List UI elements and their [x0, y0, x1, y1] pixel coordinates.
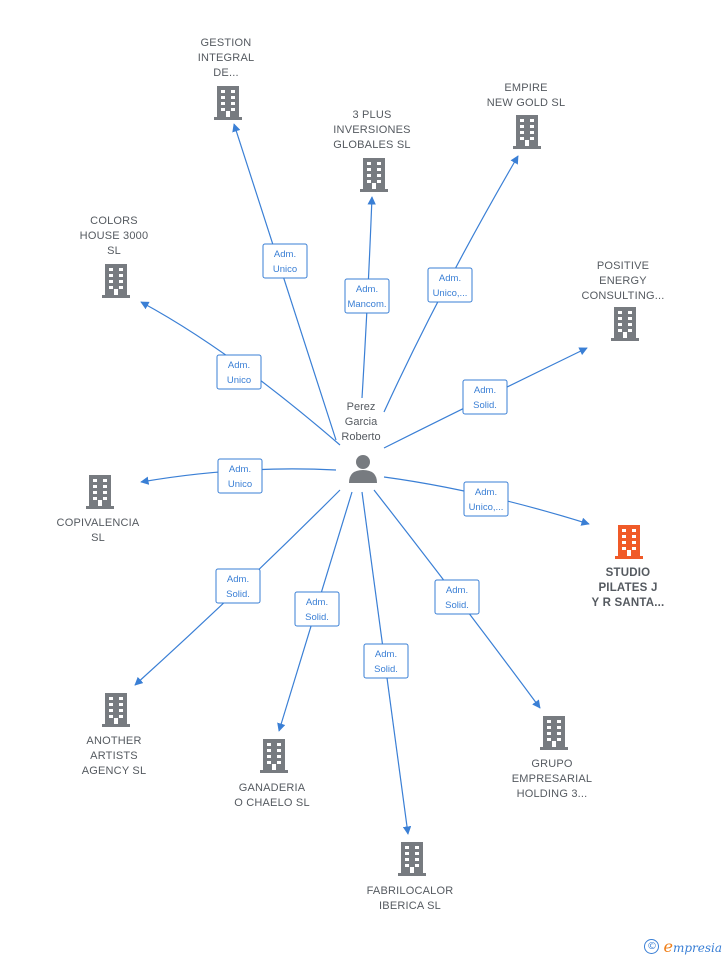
company-name-line: GANADERIA [239, 782, 306, 794]
role-label-text: Unico [228, 479, 252, 490]
role-label-text: Unico [227, 375, 251, 386]
company-name-line: Y R SANTA... [592, 597, 665, 609]
role-label-another[interactable]: Adm. Solid. [215, 568, 261, 604]
brand-logo: empresia [663, 937, 722, 956]
company-node-3plus[interactable]: 3 PLUS INVERSIONES GLOBALES SL [333, 109, 411, 192]
building-icon [102, 264, 130, 298]
company-node-grupo[interactable]: GRUPO EMPRESARIAL HOLDING 3... [512, 716, 592, 800]
role-label-text: Adm. [227, 574, 249, 585]
company-name-line: COLORS [90, 215, 138, 227]
building-icon [513, 115, 541, 149]
building-icon [398, 842, 426, 876]
role-label-text: Adm. [306, 597, 328, 608]
role-label-text: Adm. [375, 649, 397, 660]
company-name-line: HOUSE 3000 [80, 230, 149, 242]
company-name-line: GRUPO [531, 758, 573, 770]
role-label-positive[interactable]: Adm. Solid. [462, 379, 508, 415]
role-label-text: Adm. [439, 273, 461, 284]
company-name-line: SL [91, 532, 105, 544]
role-label-text: Unico [273, 264, 297, 275]
copyright-icon: © [644, 939, 660, 954]
company-node-studio[interactable]: STUDIO PILATES J Y R SANTA... [592, 525, 665, 609]
person-name-line: Roberto [341, 431, 380, 443]
footer-brand: © empresia [644, 937, 722, 956]
role-label-grupo[interactable]: Adm. Solid. [434, 579, 480, 615]
role-label-text: Adm. [474, 385, 496, 396]
role-label-text: Adm. [475, 487, 497, 498]
building-icon [86, 475, 114, 509]
company-name-line: AGENCY SL [82, 765, 147, 777]
company-name-line: CONSULTING... [581, 290, 664, 302]
company-node-another[interactable]: ANOTHER ARTISTS AGENCY SL [82, 693, 147, 777]
role-label-studio[interactable]: Adm. Unico,... [463, 481, 509, 517]
role-label-text: Solid. [305, 612, 329, 623]
role-label-fabrilocalor[interactable]: Adm. Solid. [363, 643, 409, 679]
building-icon [260, 739, 288, 773]
company-name-line: COPIVALENCIA [57, 517, 140, 529]
company-name-line: 3 PLUS [352, 109, 391, 121]
building-icon [611, 307, 639, 341]
person-name-line: Perez [347, 401, 376, 413]
role-label-text: Solid. [226, 589, 250, 600]
company-name-line: ARTISTS [90, 750, 138, 762]
company-name-line: HOLDING 3... [517, 788, 588, 800]
company-name-line: STUDIO [606, 567, 651, 579]
company-name-line: INTEGRAL [198, 52, 255, 64]
company-name-line: INVERSIONES [333, 124, 410, 136]
company-name-line: O CHAELO SL [234, 797, 310, 809]
company-name-line: DE... [213, 67, 238, 79]
company-name-line: FABRILOCALOR [367, 885, 454, 897]
role-label-colors[interactable]: Adm. Unico [216, 354, 262, 390]
company-node-positive[interactable]: POSITIVE ENERGY CONSULTING... [581, 260, 664, 341]
role-label-text: Adm. [274, 249, 296, 260]
company-name-line: EMPRESARIAL [512, 773, 592, 785]
role-label-text: Adm. [446, 585, 468, 596]
building-icon [102, 693, 130, 727]
role-label-ganaderia[interactable]: Adm. Solid. [294, 591, 340, 627]
company-node-fabrilocalor[interactable]: FABRILOCALOR IBERICA SL [367, 842, 454, 912]
company-name-line: ANOTHER [86, 735, 141, 747]
role-label-text: Adm. [356, 284, 378, 295]
company-name-line: GLOBALES SL [333, 139, 410, 151]
person-icon [349, 455, 377, 483]
role-label-text: Solid. [445, 600, 469, 611]
company-node-ganaderia[interactable]: GANADERIA O CHAELO SL [234, 739, 310, 809]
building-icon [615, 525, 643, 559]
role-label-copivalencia[interactable]: Adm. Unico [217, 458, 263, 494]
company-name-line: GESTION [201, 37, 252, 49]
role-label-text: Unico,... [433, 288, 468, 299]
company-name-line: SL [107, 245, 121, 257]
role-label-gestion[interactable]: Adm. Unico [262, 243, 308, 279]
company-name-line: EMPIRE [504, 82, 547, 94]
role-label-empire[interactable]: Adm. Unico,... [427, 267, 473, 303]
person-name-line: Garcia [345, 416, 378, 428]
company-name-line: PILATES J [598, 582, 657, 594]
role-label-text: Solid. [374, 664, 398, 675]
role-label-text: Unico,... [469, 502, 504, 513]
company-node-gestion[interactable]: GESTION INTEGRAL DE... [198, 37, 255, 120]
company-name-line: ENERGY [599, 275, 647, 287]
building-icon [214, 86, 242, 120]
building-icon [360, 158, 388, 192]
company-node-empire[interactable]: EMPIRE NEW GOLD SL [487, 82, 566, 149]
role-label-text: Adm. [229, 464, 251, 475]
company-name-line: IBERICA SL [379, 900, 441, 912]
role-label-text: Adm. [228, 360, 250, 371]
company-name-line: POSITIVE [597, 260, 649, 272]
company-name-line: NEW GOLD SL [487, 97, 566, 109]
role-label-text: Mancom. [347, 299, 386, 310]
relation-edge-gestion [232, 123, 337, 441]
company-node-copivalencia[interactable]: COPIVALENCIA SL [57, 475, 140, 544]
role-label-text: Solid. [473, 400, 497, 411]
role-label-3plus[interactable]: Adm. Mancom. [344, 278, 390, 314]
building-icon [540, 716, 568, 750]
